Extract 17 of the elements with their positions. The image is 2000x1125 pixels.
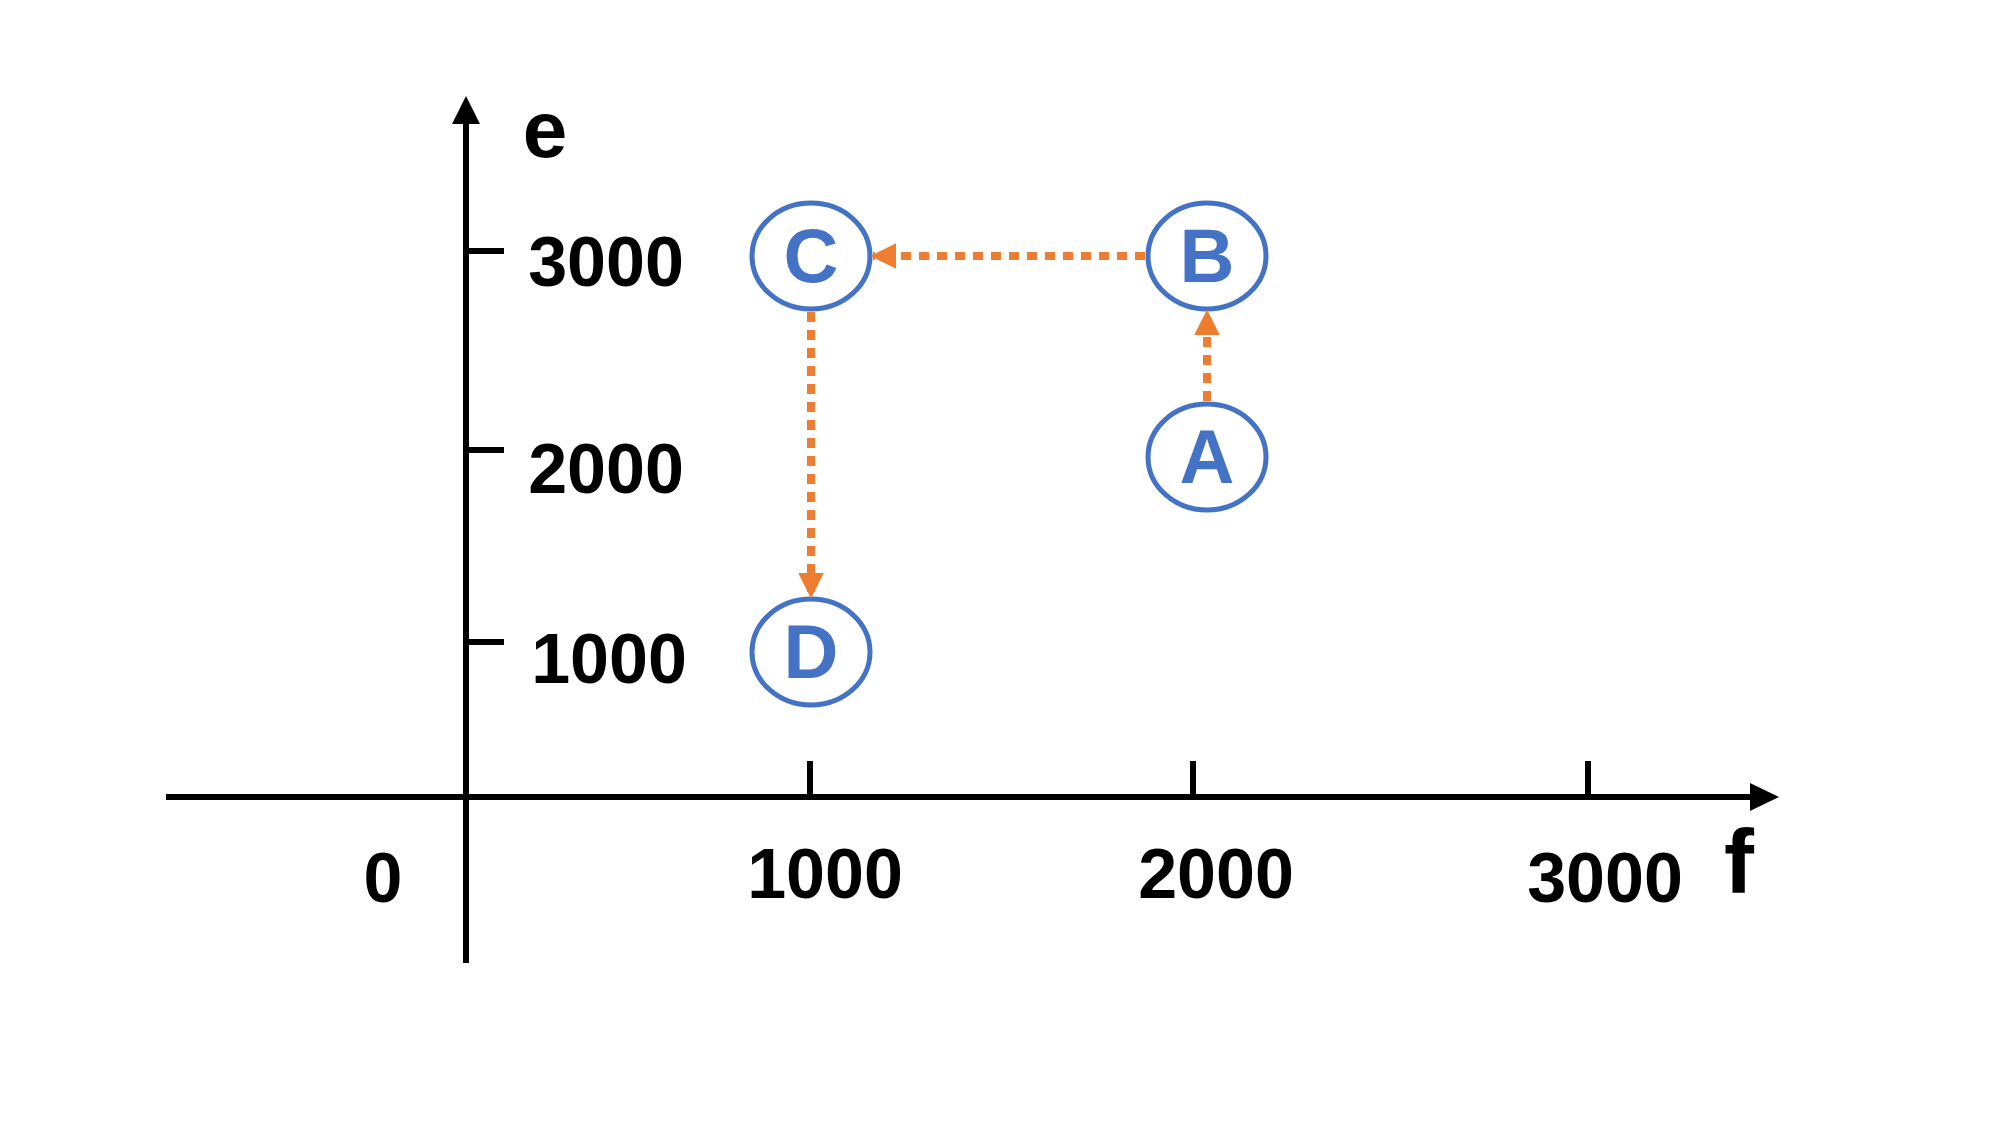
tick-label: 3000 xyxy=(528,227,684,297)
tick-label: 2000 xyxy=(528,434,684,504)
tick-label: 2000 xyxy=(1138,839,1294,909)
node-letter: C xyxy=(783,218,839,294)
tick-label: 1000 xyxy=(747,839,903,909)
node-letter: D xyxy=(783,614,839,690)
tick-label: 1000 xyxy=(531,624,687,694)
axis-label: e xyxy=(522,90,568,170)
circle-node xyxy=(749,200,873,312)
tick-label: 3000 xyxy=(1527,843,1683,913)
circle-node xyxy=(1145,401,1269,513)
node-letter: B xyxy=(1179,218,1235,294)
node-letter: A xyxy=(1179,419,1235,495)
tick-label: 0 xyxy=(363,843,403,913)
circle-node xyxy=(749,596,873,708)
circle-node xyxy=(1145,200,1269,312)
axis-label: f xyxy=(1724,817,1754,907)
